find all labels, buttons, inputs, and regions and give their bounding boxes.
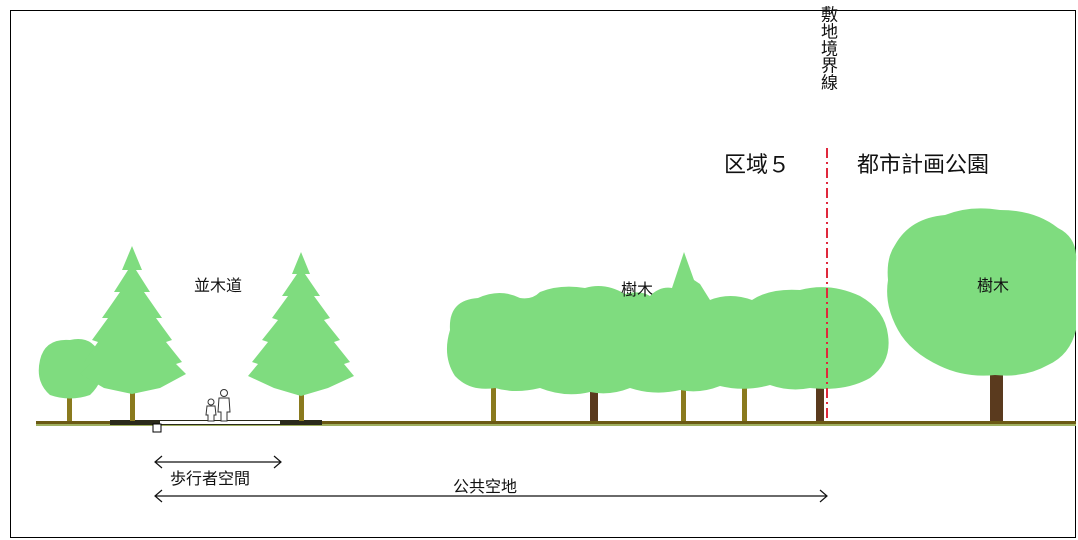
public-space-label: 公共空地 [453, 477, 517, 496]
zone-label: 区域５ [724, 153, 790, 178]
walkway-label: 歩行者空間 [170, 469, 250, 488]
site-boundary-label: 敷地境界線 [817, 5, 838, 90]
public-space-dimension [154, 489, 828, 503]
trees-right-label: 樹木 [977, 276, 1009, 295]
tree-large-right [887, 208, 1077, 421]
conifer-tree-1 [80, 246, 186, 421]
tree-left-small [38, 339, 103, 421]
avenue-label: 並木道 [194, 276, 242, 295]
trees-center-label: 樹木 [621, 280, 653, 299]
ground [36, 420, 1076, 433]
pedestrian-figures [205, 389, 231, 422]
conifer-tree-2 [248, 252, 354, 421]
tree-group-center [446, 252, 889, 421]
park-label: 都市計画公園 [857, 153, 989, 178]
walkway-dimension [154, 455, 282, 469]
